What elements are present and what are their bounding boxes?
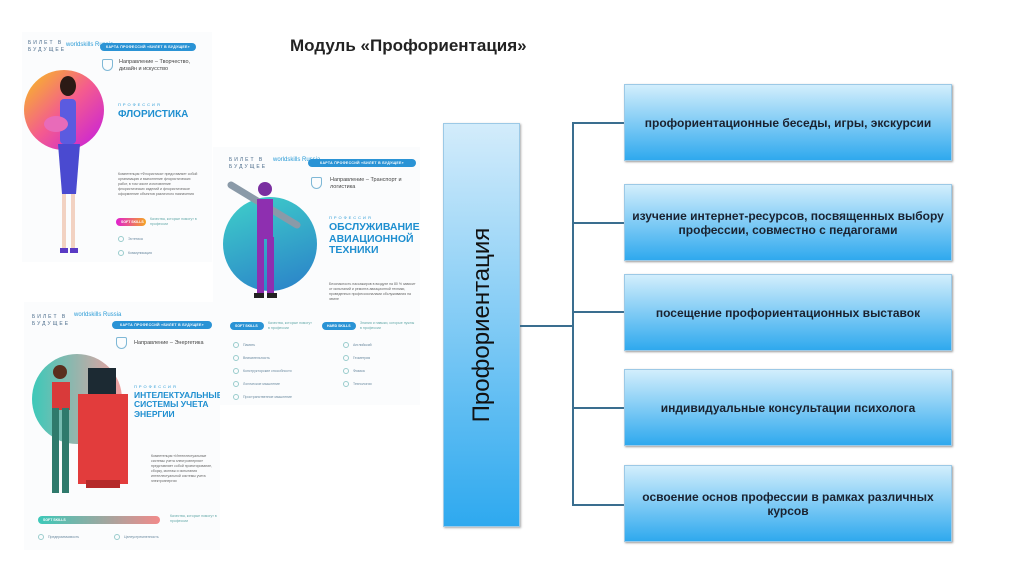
worldskills-logo: worldskills Russia: [74, 312, 122, 318]
hard-skill-item: Физика: [343, 368, 365, 374]
poster-energy: БИЛЕТ В БУДУЩЕЕ worldskills Russia КАРТА…: [24, 302, 220, 550]
skill-item: Конструкторские способности: [233, 368, 292, 374]
logo: БИЛЕТ В БУДУЩЕЕ: [229, 157, 268, 170]
skill-item: Логическое мышление: [233, 381, 280, 387]
slide-title: Модуль «Профориентация»: [290, 36, 527, 55]
worldskills-logo: worldskills Russia: [66, 42, 114, 48]
header-pill: КАРТА ПРОФЕССИЙ «БИЛЕТ В БУДУЩЕЕ»: [308, 159, 416, 167]
diagram-node: посещение профориентационных выставок: [624, 274, 952, 351]
profession-name: ИНТЕЛЕКТУАЛЬНЫЕ СИСТЕМЫ УЧЕТА ЭНЕРГИИ: [134, 390, 220, 419]
logo: БИЛЕТ В БУДУЩЕЕ: [32, 314, 71, 327]
skill-icon: [343, 368, 349, 374]
skill-item: Целеустремленность: [114, 534, 159, 540]
profession-label: ПРОФЕССИЯ: [329, 215, 373, 220]
skill-label: Коммуникация: [128, 251, 152, 255]
soft-skills-desc: Качества, которые помогут в профессии: [268, 321, 312, 330]
skill-icon: [118, 250, 124, 256]
skill-label: Целеустремленность: [124, 535, 159, 539]
profession-name: ОБСЛУЖИВАНИЕ АВИАЦИОННОЙ ТЕХНИКИ: [329, 221, 420, 257]
root-label: Профориентация: [467, 227, 495, 423]
skill-label: Геометрия: [353, 356, 371, 360]
florist-illustration: [44, 76, 80, 253]
skill-label: Физика: [353, 369, 365, 373]
skill-icon: [343, 342, 349, 348]
skill-label: Логическое мышление: [243, 382, 280, 386]
hard-skills-desc: Знания и навыки, которые нужны в професс…: [360, 321, 415, 330]
skill-icon: [118, 236, 124, 242]
direction: Направление – Творчество, дизайн и искус…: [119, 59, 191, 72]
profession-name: ФЛОРИСТИКА: [118, 109, 189, 120]
root-node: Профориентация: [443, 123, 520, 527]
skill-item: Эстетика: [118, 236, 143, 242]
mechanic-illustration: [227, 181, 301, 298]
spine-connector: [572, 122, 574, 505]
skill-icon: [233, 381, 239, 387]
logo: БИЛЕТ В БУДУЩЕЕ: [28, 40, 67, 53]
poster-aviation: БИЛЕТ В БУДУЩЕЕ worldskills Russia КАРТА…: [213, 147, 420, 405]
shield-icon: [102, 59, 113, 71]
skill-icon: [233, 342, 239, 348]
direction: Направление – Энергетика: [134, 340, 204, 346]
skill-label: Предприимчивость: [48, 535, 80, 539]
skill-icon: [343, 381, 349, 387]
skill-item: Память: [233, 342, 255, 348]
worldskills-logo: worldskills Russia: [273, 157, 321, 163]
direction: Направление – Транспорт и логистика: [330, 177, 402, 190]
skill-item: Предприимчивость: [38, 534, 79, 540]
hard-skill-item: Геометрия: [343, 355, 370, 361]
skill-item: Пространственное мышление: [233, 394, 292, 400]
hard-skill-item: Английский: [343, 342, 372, 348]
skill-icon: [38, 534, 44, 540]
poster-floristics: БИЛЕТ В БУДУЩЕЕ worldskills Russia КАРТА…: [22, 32, 212, 262]
skill-icon: [233, 394, 239, 400]
skill-label: Английский: [353, 343, 372, 347]
profession-description: Компетенция «Флористика» представляет со…: [118, 172, 198, 196]
skill-icon: [233, 355, 239, 361]
branch-connector: [572, 122, 624, 124]
skill-icon: [343, 355, 349, 361]
root-connector: [520, 325, 573, 327]
hard-skills-badge: HARD SKILLS: [322, 322, 356, 330]
profession-label: ПРОФЕССИЯ: [118, 102, 162, 107]
skill-label: Конструкторские способности: [243, 369, 292, 373]
skill-item: Внимательность: [233, 355, 270, 361]
branch-connector: [572, 504, 624, 506]
diagram-node: освоение основ профессии в рамках различ…: [624, 465, 952, 542]
branch-connector: [572, 222, 624, 224]
shield-icon: [311, 177, 322, 189]
soft-skills-badge: SOFT SKILLS: [230, 322, 264, 330]
profession-description: Безопасность пассажиров в воздухе на 80 …: [329, 282, 416, 301]
soft-skills-badge: SOFT SKILLS: [116, 218, 146, 226]
header-pill: КАРТА ПРОФЕССИЙ «БИЛЕТ В БУДУЩЕЕ»: [100, 43, 196, 51]
profession-label: ПРОФЕССИЯ: [134, 384, 178, 389]
branch-connector: [572, 407, 624, 409]
skill-item: Коммуникация: [118, 250, 152, 256]
skill-label: Эстетика: [128, 237, 143, 241]
skill-icon: [114, 534, 120, 540]
engineer-illustration: [52, 365, 128, 493]
skill-label: Память: [243, 343, 256, 347]
skill-icon: [233, 368, 239, 374]
hard-skill-item: Технологии: [343, 381, 372, 387]
diagram-node: индивидуальные консультации психолога: [624, 369, 952, 446]
branch-connector: [572, 311, 624, 313]
diagram-node: профориентационные беседы, игры, экскурс…: [624, 84, 952, 161]
skill-label: Пространственное мышление: [243, 395, 292, 399]
soft-skills-badge: SOFT SKILLS: [38, 516, 160, 524]
skill-label: Внимательность: [243, 356, 270, 360]
diagram-node: изучение интернет-ресурсов, посвященных …: [624, 184, 952, 261]
profession-description: Компетенция «Интеллектуальные системы уч…: [151, 454, 213, 483]
shield-icon: [116, 337, 127, 349]
skill-label: Технологии: [353, 382, 372, 386]
soft-skills-desc: Качества, которые помогут в профессии: [150, 217, 197, 226]
soft-skills-desc: Качества, которые помогут в профессии: [170, 514, 217, 523]
header-pill: КАРТА ПРОФЕССИЙ «БИЛЕТ В БУДУЩЕЕ»: [112, 321, 212, 329]
